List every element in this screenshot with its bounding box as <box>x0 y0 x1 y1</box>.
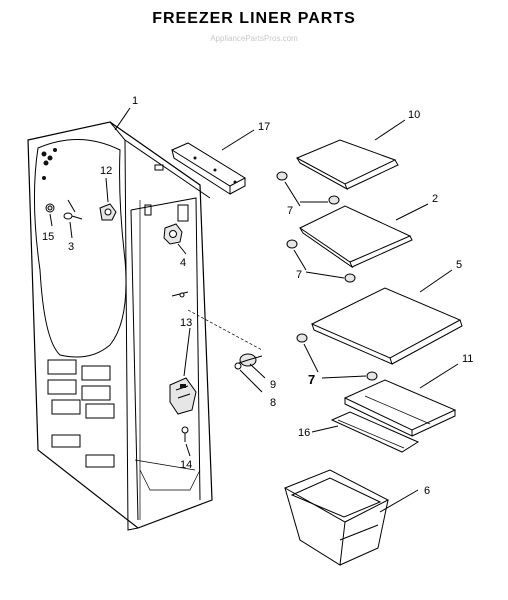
callout-7-bottom: 7 <box>308 372 315 387</box>
cover-16 <box>330 411 420 453</box>
callout-12: 12 <box>100 165 112 177</box>
callout-7-top: 7 <box>287 205 293 217</box>
callout-3: 3 <box>68 241 74 253</box>
part-13-damper <box>169 377 197 415</box>
callout-1: 1 <box>132 95 138 107</box>
drawer-pan-6 <box>283 469 390 566</box>
callout-7-mid: 7 <box>296 269 302 281</box>
drawer-frame-11 <box>343 379 457 437</box>
callout-15: 15 <box>42 231 54 243</box>
part-3-screw <box>63 199 83 220</box>
callout-11: 11 <box>462 353 473 365</box>
shelf-5 <box>310 287 463 365</box>
top-bracket-17 <box>170 142 247 195</box>
part-14-screw <box>181 426 189 442</box>
callout-16: 16 <box>298 427 310 439</box>
watermark: AppliancePartsPros.com <box>210 34 298 43</box>
callout-17: 17 <box>258 121 270 133</box>
shelf-supports <box>276 171 378 381</box>
callout-6: 6 <box>424 485 430 497</box>
shelf-10 <box>295 139 399 191</box>
callout-8: 8 <box>270 397 276 409</box>
diagram-title: FREEZER LINER PARTS <box>152 10 356 27</box>
part-screw-pin <box>171 291 189 298</box>
part-12-clip <box>99 203 117 221</box>
callout-14: 14 <box>180 459 192 471</box>
callout-2: 2 <box>432 193 438 205</box>
leader-lines <box>49 107 459 513</box>
callout-13: 13 <box>180 317 192 329</box>
part-15-plug <box>45 203 55 213</box>
freezer-liner <box>27 121 213 531</box>
shelf-2 <box>299 205 413 269</box>
callout-9: 9 <box>270 379 276 391</box>
part-8-9-hinge <box>234 353 263 370</box>
callout-4: 4 <box>180 257 186 269</box>
callout-5: 5 <box>456 259 462 271</box>
part-4-knob <box>163 223 183 245</box>
callout-10: 10 <box>408 109 420 121</box>
